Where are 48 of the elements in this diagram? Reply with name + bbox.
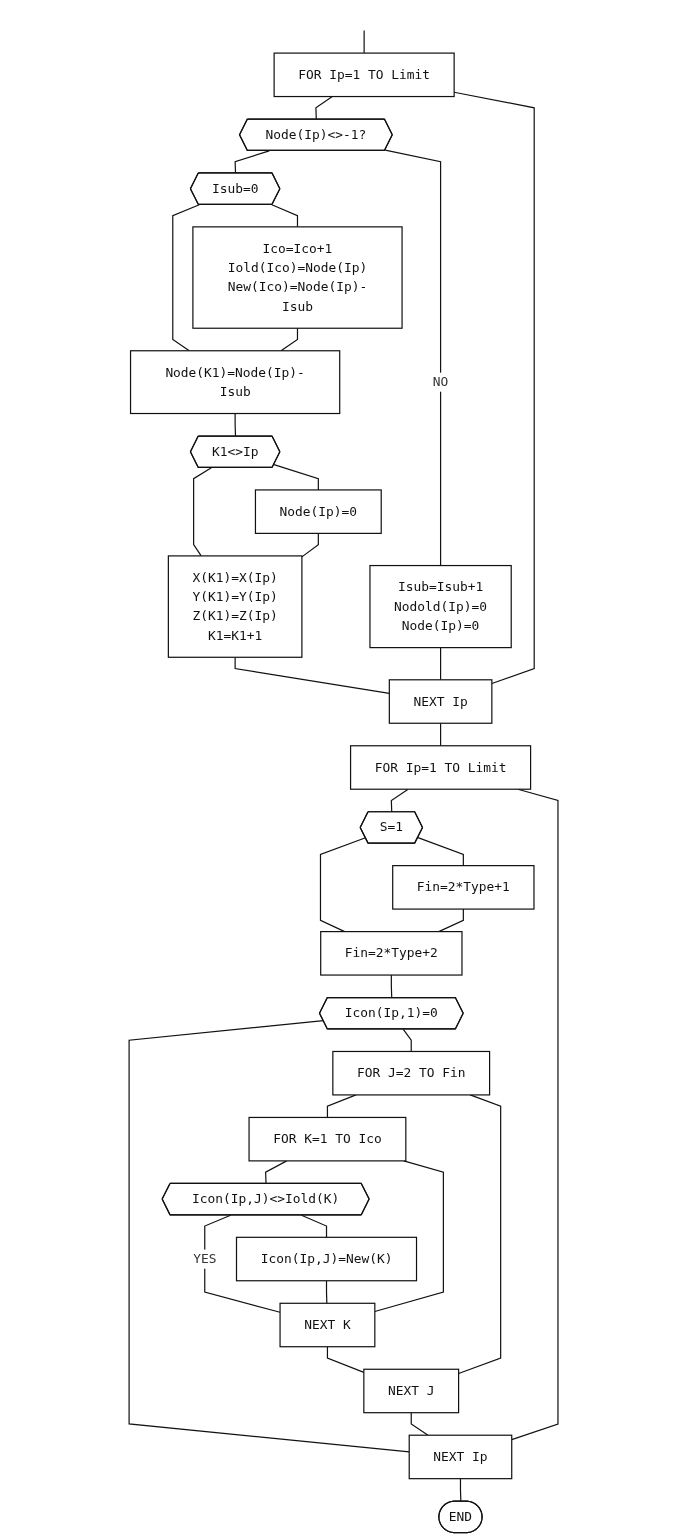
node-box: NEXT Ip (408, 1434, 513, 1480)
connector (410, 1412, 429, 1436)
connector (511, 788, 559, 1441)
connector (172, 204, 200, 352)
node-box: Node(Ip)=0 (254, 489, 382, 534)
node-box: NEXT J (363, 1368, 460, 1414)
connector (128, 1020, 410, 1453)
edge-label: YES (193, 1250, 217, 1267)
node-box: FOR K=1 TO Ico (248, 1116, 407, 1162)
connector (265, 1160, 288, 1185)
connector (280, 327, 299, 352)
node-box: FOR J=2 TO Fin (332, 1050, 491, 1096)
connector (374, 1160, 444, 1313)
node-box: FOR Ip=1 TO Limit (273, 52, 455, 98)
connector (301, 532, 319, 558)
connector (417, 837, 464, 867)
connector (315, 95, 333, 121)
edge-label: NO (432, 374, 449, 390)
connector (439, 647, 442, 681)
connector (234, 412, 237, 438)
connector (439, 722, 442, 747)
node-box: Node(K1)=Node(Ip)-Isub (129, 350, 341, 415)
connector (402, 1028, 412, 1053)
node-box: Icon(Ip,J)=New(K) (235, 1236, 418, 1282)
connector (384, 149, 442, 567)
connector (271, 204, 299, 228)
node-box: Fin=2*Type+1 (392, 865, 535, 910)
node-box: Fin=2*Type+2 (320, 931, 463, 976)
connector (363, 29, 365, 54)
connector (326, 1094, 357, 1119)
node-box: FOR Ip=1 TO Limit (349, 745, 532, 790)
node-box: X(K1)=X(Ip) Y(K1)=Y(Ip) Z(K1)=Z(Ip) K1=K1+1 (167, 555, 303, 658)
connector (300, 1214, 328, 1238)
connector (234, 150, 270, 174)
node-box: NEXT Ip (388, 679, 493, 724)
connector (204, 1214, 281, 1313)
node-box: NEXT K (279, 1302, 376, 1348)
node-box: Ico=Ico+1 Iold(Ico)=Node(Ip) New(Ico)=Node(Ip)-Isub (192, 226, 403, 329)
connector (438, 908, 464, 933)
connector (390, 788, 409, 813)
connector (319, 837, 367, 933)
connector (459, 1478, 462, 1503)
connector (390, 974, 393, 999)
node-box: Isub=Isub+1 Nodold(Ip)=0 Node(Ip)=0 (369, 564, 512, 649)
connector (193, 467, 212, 557)
connector (234, 656, 390, 694)
connector (325, 1280, 328, 1304)
connector (273, 464, 319, 491)
